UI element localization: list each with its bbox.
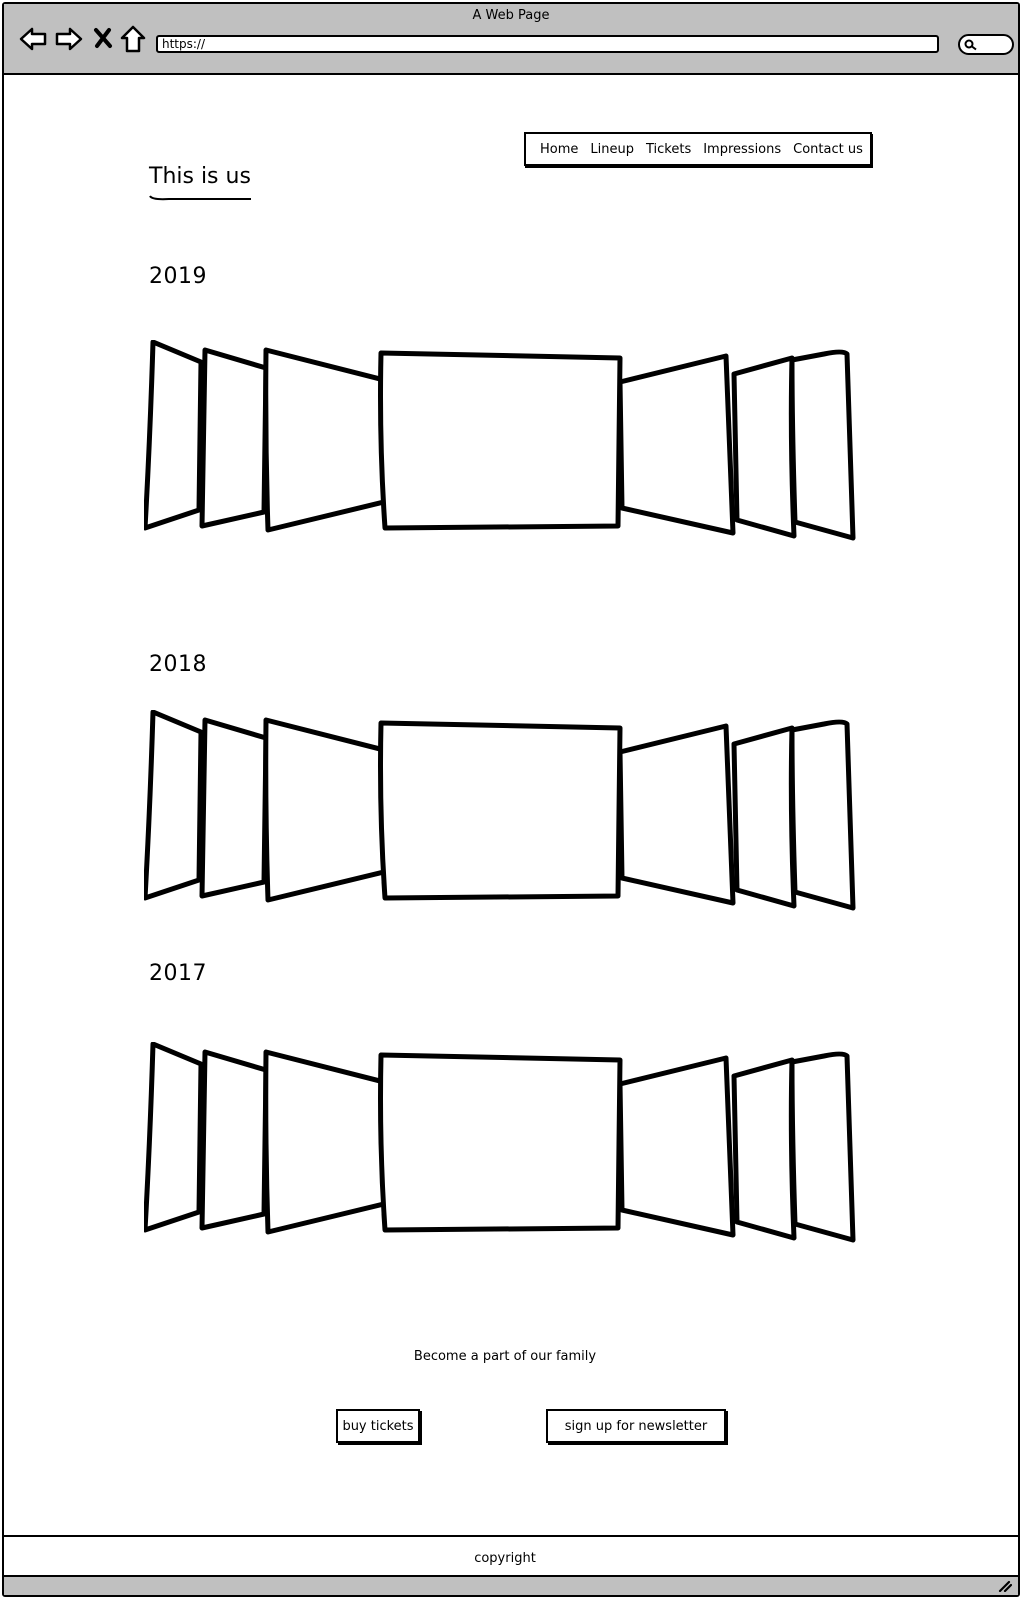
home-icon[interactable] [119,24,147,54]
search-icon [964,39,977,51]
carousel-slide-active[interactable] [378,720,623,901]
carousel-slide[interactable] [731,725,797,909]
carousel-slide[interactable] [263,347,387,533]
browser-toolbar: A Web Page https:// [4,4,1018,75]
carousel-slide[interactable] [617,353,736,536]
resize-grip-icon[interactable] [998,1580,1012,1592]
carousel-slide[interactable] [789,719,856,911]
carousel-slide[interactable] [731,1057,797,1241]
year-heading-2017: 2017 [149,961,207,986]
carousel-slide[interactable] [199,1049,269,1231]
stop-icon[interactable] [92,26,114,50]
image-carousel-2018[interactable] [144,710,874,922]
carousel-slide[interactable] [263,717,387,903]
nav-home[interactable]: Home [540,141,579,157]
main-navigation: Home Lineup Tickets Impressions Contact … [524,132,872,166]
newsletter-signup-button[interactable]: sign up for newsletter [546,1409,726,1443]
buy-tickets-button[interactable]: buy tickets [336,1409,420,1443]
cta-text: Become a part of our family [413,1349,597,1364]
carousel-slide[interactable] [199,347,269,529]
carousel-slide[interactable] [617,723,736,906]
carousel-slide[interactable] [731,355,797,539]
carousel-slide[interactable] [144,710,204,901]
carousel-slide[interactable] [144,1042,204,1233]
browser-status-bar [4,1575,1018,1595]
carousel-slide[interactable] [789,1051,856,1243]
carousel-slide[interactable] [617,1055,736,1238]
image-carousel-2017[interactable] [144,1042,874,1254]
nav-lineup[interactable]: Lineup [590,141,634,157]
page-title: This is us [149,164,251,189]
footer-divider [4,1535,1018,1537]
carousel-slide[interactable] [263,1049,387,1235]
address-bar[interactable]: https:// [156,35,939,53]
browser-search-box[interactable] [958,34,1014,55]
year-heading-2018: 2018 [149,652,207,677]
window-title: A Web Page [472,8,550,23]
nav-contact-us[interactable]: Contact us [793,141,863,157]
carousel-slide[interactable] [789,349,856,541]
carousel-slide-active[interactable] [378,1052,623,1233]
nav-tickets[interactable]: Tickets [645,141,692,157]
carousel-slide-active[interactable] [378,350,623,531]
year-heading-2019: 2019 [149,264,207,289]
forward-arrow-icon[interactable] [54,24,84,54]
nav-impressions[interactable]: Impressions [703,141,782,157]
image-carousel-2019[interactable] [144,340,874,552]
carousel-slide[interactable] [199,717,269,899]
back-arrow-icon[interactable] [18,24,48,54]
footer-copyright: copyright [474,1551,536,1566]
title-underline [149,195,251,201]
carousel-slide[interactable] [144,340,204,531]
